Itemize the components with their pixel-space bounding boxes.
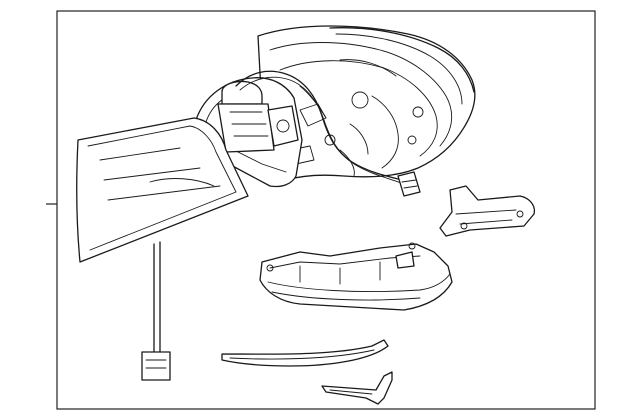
turn-signal-lamp <box>259 242 453 311</box>
power-motor-unit <box>217 80 299 153</box>
small-bracket <box>439 185 536 237</box>
mirror-glass <box>76 117 249 263</box>
small-trim-clip <box>321 371 393 405</box>
diagram-frame <box>56 10 596 410</box>
trim-strip <box>221 339 389 367</box>
mirror-cable <box>141 241 171 381</box>
wire-harness-connector <box>235 70 421 197</box>
